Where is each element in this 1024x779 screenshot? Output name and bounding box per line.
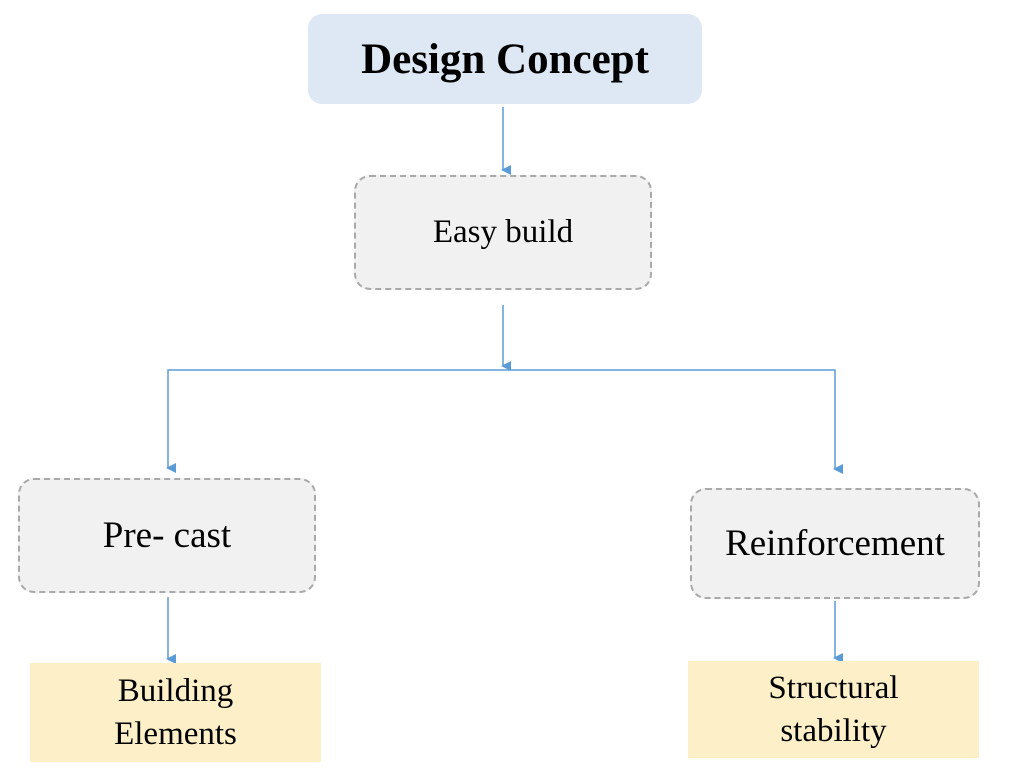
pre-cast-label: Pre- cast <box>102 515 232 556</box>
building-elements-label-line2: Elements <box>114 715 237 752</box>
pre-cast-node: Pre- cast <box>18 478 316 593</box>
design-concept-node: Design Concept <box>308 14 702 104</box>
design-concept-label: Design Concept <box>361 35 649 83</box>
arrow-junction-to-pre-cast <box>166 369 503 473</box>
building-elements-node: Building Elements <box>30 663 321 762</box>
arrow-junction-to-reinforcement <box>503 369 843 474</box>
easy-build-node: Easy build <box>354 175 652 290</box>
structural-stability-label-line2: stability <box>780 712 887 749</box>
easy-build-label: Easy build <box>432 214 574 250</box>
building-elements-label-line1: Building <box>117 672 234 709</box>
reinforcement-node: Reinforcement <box>690 488 980 599</box>
structural-stability-node: Structural stability <box>688 661 979 758</box>
structural-stability-label-line1: Structural <box>768 669 899 706</box>
reinforcement-label: Reinforcement <box>725 523 945 564</box>
